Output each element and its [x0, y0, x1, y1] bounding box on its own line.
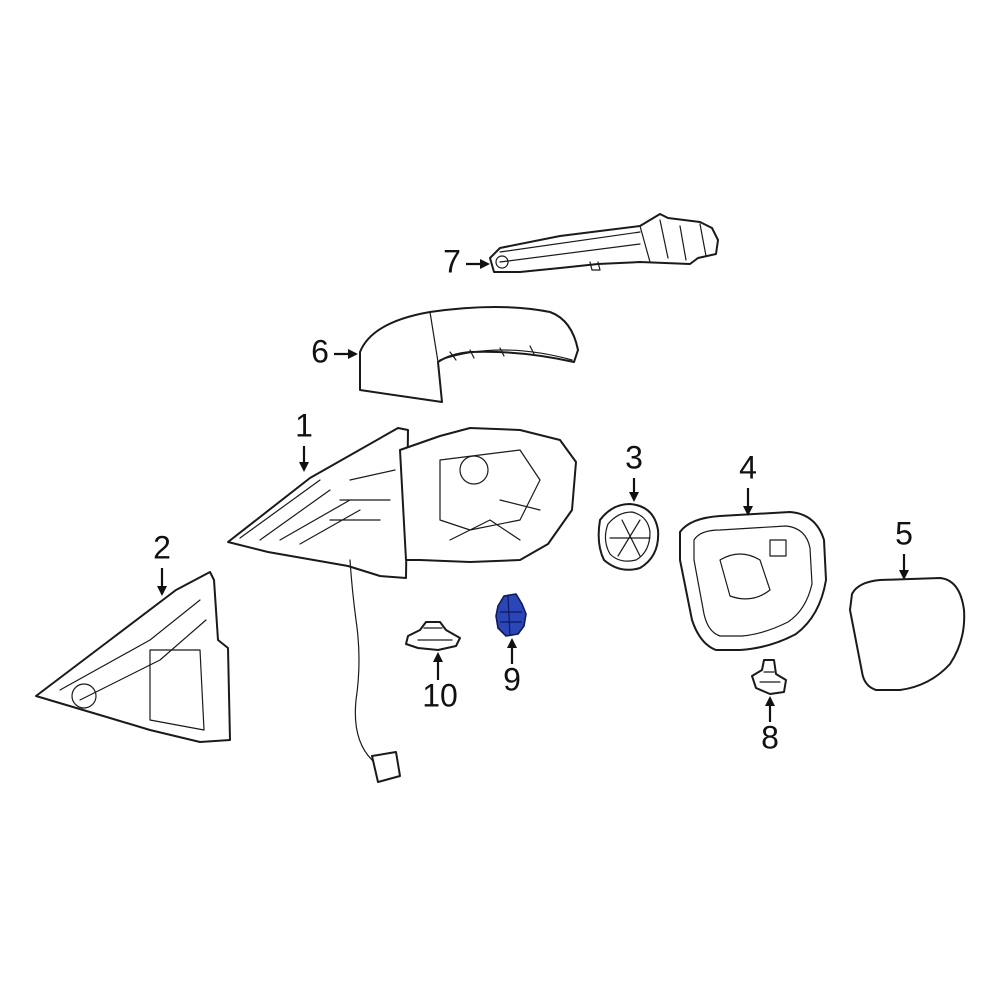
- part-1-mirror-housing: [227, 427, 577, 783]
- callout-10: 10: [422, 652, 458, 713]
- callout-label-8: 8: [761, 719, 779, 755]
- callout-6: 6: [311, 333, 358, 369]
- callout-label-7: 7: [443, 243, 461, 279]
- part-6-mirror-cover: [359, 306, 579, 403]
- callout-label-6: 6: [311, 333, 329, 369]
- callout-7: 7: [443, 243, 490, 279]
- part-3-actuator: [597, 503, 660, 571]
- part-2-sail-mount: [35, 571, 231, 743]
- part-7-turn-signal: [489, 213, 719, 273]
- part-9-connector-highlighted: [495, 593, 527, 637]
- callout-label-3: 3: [625, 439, 643, 475]
- callout-label-2: 2: [153, 529, 171, 565]
- part-4-glass-frame: [679, 511, 827, 651]
- callout-8: 8: [761, 696, 779, 755]
- callout-2: 2: [153, 529, 171, 596]
- part-5-mirror-glass: [849, 577, 966, 691]
- part-8-clip: [751, 659, 787, 695]
- callout-3: 3: [625, 439, 643, 502]
- callout-label-10: 10: [422, 677, 458, 713]
- callout-label-9: 9: [503, 661, 521, 697]
- callout-4: 4: [739, 449, 757, 516]
- callout-label-4: 4: [739, 449, 757, 485]
- callout-1: 1: [295, 407, 313, 472]
- callout-9: 9: [503, 638, 521, 697]
- part-10-bracket: [405, 621, 461, 651]
- callout-label-5: 5: [895, 515, 913, 551]
- callout-5: 5: [895, 515, 913, 580]
- callout-label-1: 1: [295, 407, 313, 443]
